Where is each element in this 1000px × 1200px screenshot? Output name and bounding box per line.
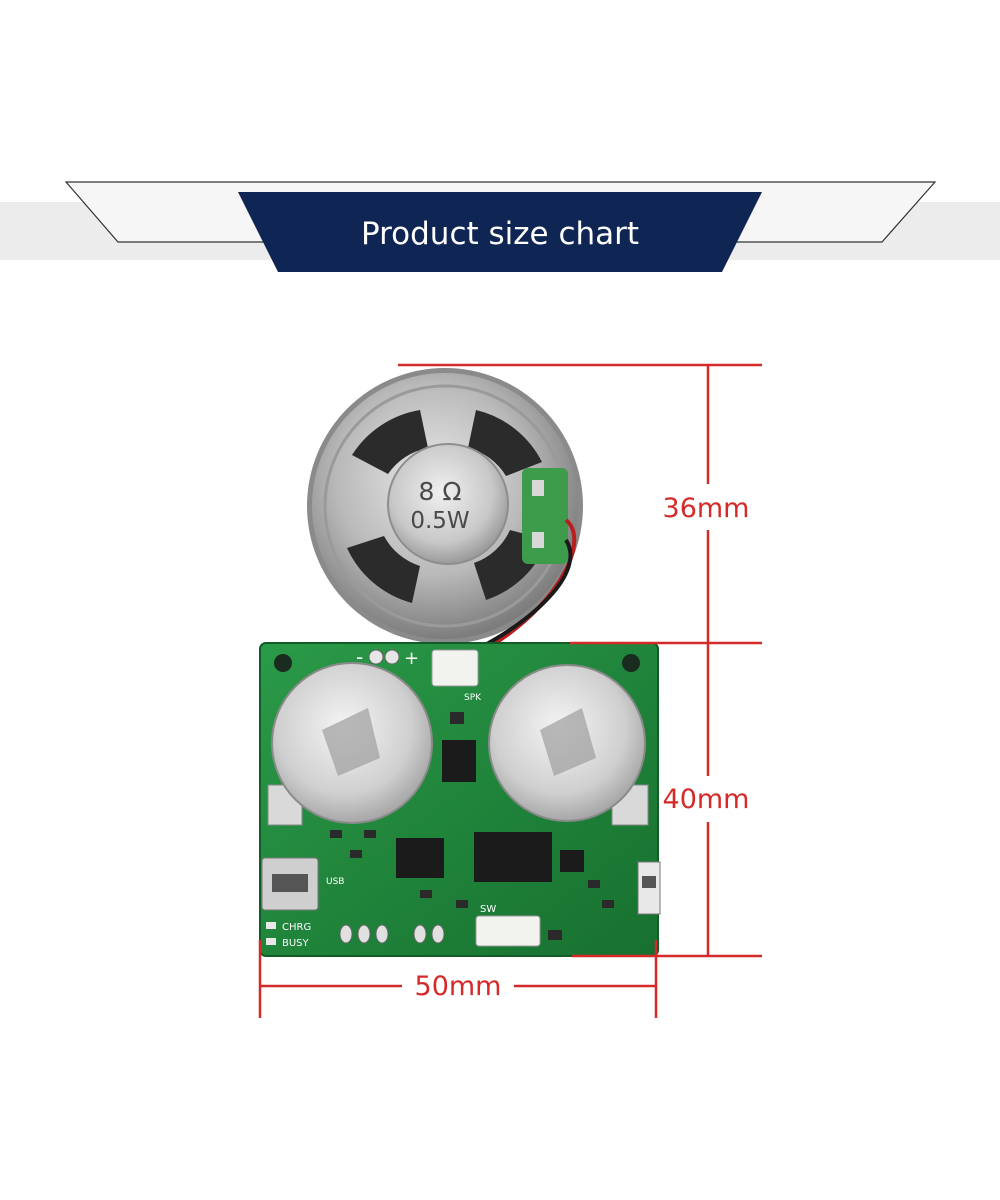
ic-chip — [560, 850, 584, 872]
ic-chip — [442, 740, 476, 782]
spk-label: SPK — [464, 693, 482, 703]
speaker-connector — [431, 649, 479, 687]
sw-connector — [475, 915, 541, 947]
dimension-lines — [258, 363, 762, 1018]
battery-plus-label: + — [404, 648, 419, 669]
banner-navy-shape — [238, 192, 762, 272]
coin-cell-left — [267, 662, 433, 826]
banner: Product size chart — [0, 181, 1000, 272]
coin-cell-right — [488, 664, 649, 826]
speaker-impedance-label: 8 Ω — [419, 477, 462, 506]
mounting-hole — [622, 654, 640, 672]
speaker-wire-red — [468, 518, 577, 667]
chrg-label: CHRG — [282, 922, 311, 933]
banner-title: Product size chart — [361, 216, 639, 252]
ic-chip — [396, 838, 444, 878]
dimension-board-width: 50mm — [415, 971, 502, 1002]
pcb-board: - + SPK — [259, 642, 661, 957]
dimension-speaker-height: 36mm — [663, 493, 750, 524]
ic-chip — [474, 832, 552, 882]
sw-label: SW — [480, 904, 496, 915]
speaker: 8 Ω 0.5W — [307, 368, 583, 670]
speaker-solder-tab — [522, 468, 568, 564]
busy-label: BUSY — [282, 938, 310, 949]
speaker-power-label: 0.5W — [410, 508, 469, 534]
speaker-center-cap — [387, 443, 509, 565]
mounting-hole — [274, 654, 292, 672]
usb-label: USB — [326, 877, 344, 887]
battery-minus-label: - — [356, 645, 363, 669]
dimension-board-height: 40mm — [663, 784, 750, 815]
speaker-wire-black — [456, 538, 573, 670]
